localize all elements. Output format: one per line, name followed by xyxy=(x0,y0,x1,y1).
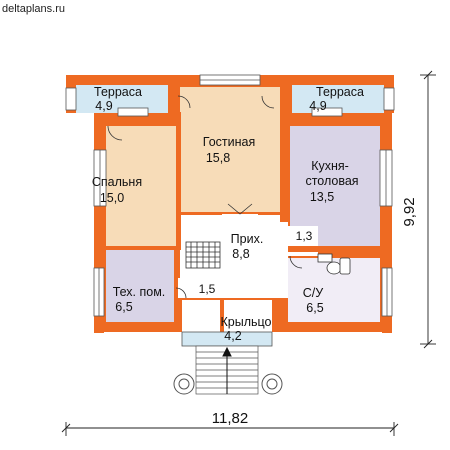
porch-area: 4,2 xyxy=(224,329,241,343)
bedroom-area: 15,0 xyxy=(100,191,124,205)
inner-walls xyxy=(106,112,380,332)
hall-label: Прих. xyxy=(231,232,264,246)
living-label: Гостиная xyxy=(203,135,255,149)
living-area: 15,8 xyxy=(206,151,230,165)
sink-icon xyxy=(317,253,333,263)
doors xyxy=(107,95,303,299)
site-watermark: deltaplans.ru xyxy=(2,3,65,15)
room-fills xyxy=(76,85,384,332)
kitchen-area: 13,5 xyxy=(310,190,334,204)
bath-area: 6,5 xyxy=(306,301,323,315)
terrace-right-area: 4,9 xyxy=(309,99,326,113)
stairs-icon xyxy=(185,241,221,269)
terrace-right-label: Терраса xyxy=(316,85,364,99)
bedroom-label: Спальня xyxy=(92,175,142,189)
porch-columns xyxy=(173,373,283,395)
tech-area: 6,5 xyxy=(115,300,132,314)
hall-area: 8,8 xyxy=(232,247,249,261)
porch-label: Крыльцо xyxy=(221,315,272,329)
dimension-width-label: 11,82 xyxy=(212,410,248,427)
kitchen-label-line1: Кухня- xyxy=(311,159,349,173)
bedroom-floor xyxy=(106,126,178,246)
windows xyxy=(65,74,395,317)
closet-a-floor xyxy=(176,278,218,298)
terrace-left-label: Терраса xyxy=(94,85,142,99)
closet-a-area: 1,5 xyxy=(199,282,216,296)
entry-arrow-icon xyxy=(222,346,232,394)
porch xyxy=(173,331,283,395)
bathtub-icon xyxy=(339,257,351,275)
room-labels: Терраса 4,9 Терраса 4,9 Гостиная 15,8 Сп… xyxy=(92,85,364,343)
terrace-left-area: 4,9 xyxy=(95,99,112,113)
tech-label: Тех. пом. xyxy=(113,285,166,299)
kitchen-label-line2: столовая xyxy=(305,174,358,188)
closet-b-area: 1,3 xyxy=(296,229,313,243)
dimension-width xyxy=(61,422,399,436)
dimension-depth xyxy=(420,70,436,349)
dimension-depth-label: 9,92 xyxy=(401,197,418,226)
porch-inner-floor xyxy=(182,300,272,332)
living-floor xyxy=(180,87,280,212)
bath-label: С/У xyxy=(303,286,324,300)
tech-floor xyxy=(106,250,174,322)
toilet-icon xyxy=(326,261,342,275)
